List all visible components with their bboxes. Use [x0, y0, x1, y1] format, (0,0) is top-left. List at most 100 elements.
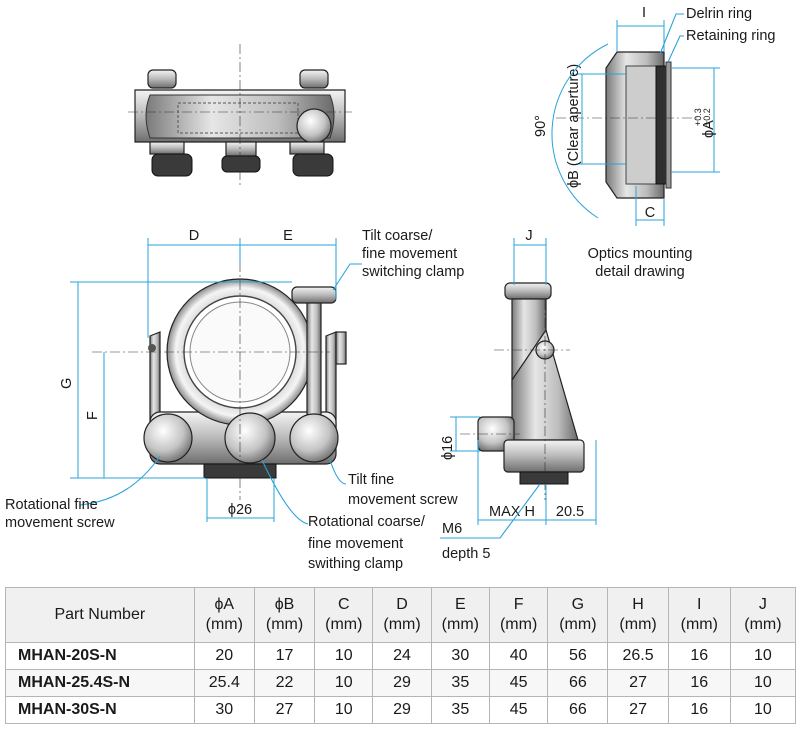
technical-drawing: I C ϕA +0.3 +0.2 ϕB (Clear aperture) 90°…: [5, 5, 775, 572]
column-header-unit: (mm): [619, 616, 657, 633]
table-cell: 22: [253, 669, 316, 697]
table-cell: 20: [193, 642, 255, 670]
table-cell: 16: [667, 696, 731, 724]
table-cell: 66: [547, 696, 609, 724]
column-header-name: C: [337, 596, 350, 613]
table-cell: 10: [314, 669, 374, 697]
dim-g: G: [59, 378, 75, 389]
dim-phi-a: ϕA: [701, 120, 717, 138]
table-cell: 66: [547, 669, 609, 697]
table-cell: 45: [488, 669, 549, 697]
table-cell: 10: [729, 669, 797, 697]
table-cell: 35: [430, 669, 490, 697]
column-header: F (mm): [488, 587, 549, 643]
column-header-name: J: [758, 596, 767, 613]
dim-j: J: [525, 228, 532, 244]
label-retaining-ring: Retaining ring: [686, 28, 775, 44]
column-header-name: ϕA: [214, 596, 235, 613]
phi-a-tol-lower: +0.2: [702, 108, 712, 126]
front-view: D E G F ϕ26 Tilt coarse/ fine movement s…: [5, 228, 464, 572]
dim-e: E: [283, 228, 293, 244]
column-header-unit: (mm): [205, 616, 243, 633]
column-header: H (mm): [607, 587, 669, 643]
table-cell: 24: [372, 642, 432, 670]
table-cell: 10: [314, 696, 374, 724]
table-cell: 10: [729, 642, 797, 670]
column-header-unit: (mm): [559, 616, 597, 633]
table-cell: 29: [372, 669, 432, 697]
table-cell: 16: [667, 642, 731, 670]
dim-d: D: [189, 228, 199, 244]
table-cell: 30: [430, 642, 490, 670]
column-header-name: F: [513, 596, 524, 613]
table-cell: 40: [488, 642, 549, 670]
dim-max-h: MAX H: [489, 504, 535, 520]
part-number-cell: MHAN-30S-N: [5, 696, 195, 724]
label-m6: M6: [442, 521, 462, 537]
column-header-unit: (mm): [499, 616, 538, 633]
phi-a-tol-upper: +0.3: [693, 108, 703, 126]
column-header: C (mm): [314, 587, 374, 643]
column-header: I(mm): [667, 587, 731, 643]
dim-phi16: ϕ16: [440, 436, 456, 460]
table-cell: 27: [607, 696, 669, 724]
column-header: ϕA (mm): [193, 587, 255, 643]
table-cell: 35: [430, 696, 490, 724]
column-header-name: I: [697, 596, 702, 613]
part-number-cell: MHAN-20S-N: [5, 642, 195, 670]
dim-phi26: ϕ26: [228, 502, 252, 518]
table-cell: 27: [607, 669, 669, 697]
label-delrin-ring: Delrin ring: [686, 6, 752, 22]
column-header-unit: (mm): [441, 616, 479, 633]
table-cell: 27: [253, 696, 316, 724]
column-header: G (mm): [547, 587, 609, 643]
table-cell: 16: [667, 669, 731, 697]
label-rot-fine-1: Rotational fine: [5, 497, 98, 513]
column-header-unit: (mm): [744, 616, 782, 633]
table-cell: 30: [193, 696, 255, 724]
label-rot-clamp-3: swithing clamp: [308, 556, 403, 572]
dim-clear-aperture: ϕB (Clear aperture): [566, 64, 582, 188]
optics-detail: I C ϕA +0.3 +0.2 ϕB (Clear aperture) 90°…: [533, 5, 775, 280]
table-cell: 45: [488, 696, 549, 724]
dim-c: C: [645, 205, 655, 221]
column-header-unit: (mm): [325, 616, 363, 633]
label-rot-clamp-2: fine movement: [308, 536, 403, 552]
label-tilt-clamp-1: Tilt coarse/: [362, 228, 433, 244]
column-header-name: Part Number: [54, 606, 146, 623]
table-cell: 29: [372, 696, 432, 724]
label-rot-fine-2: movement screw: [5, 515, 115, 531]
column-header-name: G: [571, 596, 585, 613]
table-cell: 17: [253, 642, 316, 670]
column-header: J (mm): [729, 587, 797, 643]
label-tilt-clamp-2: fine movement: [362, 246, 457, 262]
label-tilt-fine-1: Tilt fine: [348, 472, 394, 488]
column-header: ϕB(mm): [253, 587, 316, 643]
label-depth: depth 5: [442, 546, 490, 562]
dim-i-top: I: [642, 5, 646, 21]
table-cell: 25.4: [193, 669, 255, 697]
optics-caption-line2: detail drawing: [595, 264, 684, 280]
label-rot-clamp-1: Rotational coarse/: [308, 514, 426, 530]
column-header-name: H: [632, 596, 644, 613]
angle-90: 90°: [533, 115, 549, 137]
dim-20-5: 20.5: [556, 504, 584, 520]
label-tilt-clamp-3: switching clamp: [362, 264, 464, 280]
top-view: [128, 44, 352, 185]
table-cell: 10: [729, 696, 797, 724]
column-header-name: D: [396, 596, 408, 613]
side-view: J ϕ16 MAX H 20.5 M6 depth 5: [440, 228, 597, 562]
column-header: E(mm): [430, 587, 490, 643]
part-number-cell: MHAN-25.4S-N: [5, 669, 195, 697]
table-cell: 26.5: [607, 642, 669, 670]
table-cell: 56: [547, 642, 609, 670]
label-tilt-fine-2: movement screw: [348, 492, 458, 508]
column-header-name: ϕB: [274, 596, 295, 613]
column-header: D(mm): [372, 587, 432, 643]
